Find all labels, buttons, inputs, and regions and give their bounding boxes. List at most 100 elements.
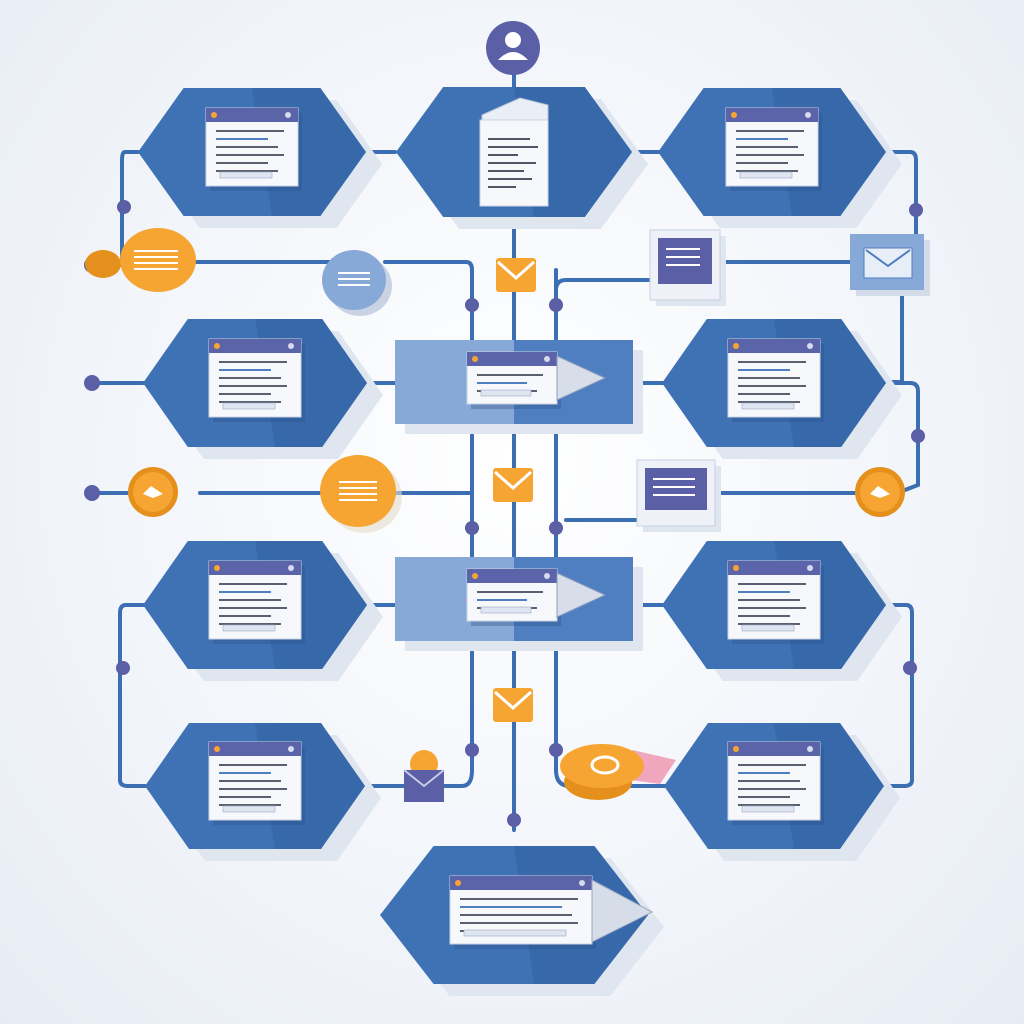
text-line — [460, 898, 578, 900]
text-line — [736, 146, 798, 148]
monitor-screen — [863, 247, 913, 279]
text-line — [219, 796, 271, 798]
text-line — [738, 615, 790, 617]
text-line — [219, 623, 281, 625]
text-line — [738, 772, 790, 774]
screen-line — [653, 494, 695, 496]
text-line — [216, 162, 268, 164]
document-header — [209, 742, 301, 756]
connector-dot — [507, 813, 521, 827]
text-line — [488, 170, 524, 172]
window-button-icon — [805, 112, 811, 118]
envelope-icon — [403, 750, 445, 802]
text-line — [219, 780, 281, 782]
envelope-flap — [497, 260, 535, 281]
text-line — [738, 796, 790, 798]
document-stack — [479, 97, 549, 207]
text-line — [219, 361, 287, 363]
arrow-pointer-icon — [591, 879, 654, 943]
document-header — [450, 876, 592, 890]
text-line — [736, 162, 788, 164]
status-bar — [222, 402, 276, 410]
connector-line — [118, 603, 147, 788]
connector-endpoint — [84, 485, 100, 501]
coin-icon — [855, 467, 905, 517]
text-line — [738, 780, 800, 782]
text-line — [477, 374, 543, 376]
text-line — [219, 369, 271, 371]
window-dot-icon — [472, 356, 478, 362]
text-line — [738, 599, 800, 601]
coin-mark — [870, 486, 890, 498]
window-button-icon — [807, 565, 813, 571]
document-card — [466, 568, 561, 626]
text-line — [216, 170, 278, 172]
window-dot-icon — [733, 343, 739, 349]
connector-dot — [903, 661, 917, 675]
text-line — [219, 607, 287, 609]
hexagon-nodes — [138, 87, 902, 996]
bubble-body — [320, 455, 396, 527]
status-bar — [739, 171, 793, 179]
screen-line — [653, 478, 695, 480]
text-line — [738, 377, 800, 379]
connector-dot — [549, 743, 563, 757]
text-line — [738, 401, 800, 403]
document-card — [208, 560, 305, 644]
connector-line — [554, 278, 654, 292]
text-line — [736, 154, 804, 156]
connector-line — [880, 603, 914, 788]
text-line — [219, 764, 287, 766]
window-dot-icon — [214, 343, 220, 349]
connector-line — [440, 768, 474, 788]
bubble-line — [338, 284, 370, 286]
bubble-line — [339, 493, 377, 495]
connector-line — [882, 293, 904, 384]
document-card — [727, 338, 824, 422]
document-header — [726, 108, 818, 122]
connector-dot — [117, 200, 131, 214]
status-bar — [741, 624, 795, 632]
text-line — [738, 393, 790, 395]
avatar-head — [505, 32, 521, 48]
document-header — [206, 108, 298, 122]
window-button-icon — [288, 343, 294, 349]
window-button-icon — [807, 746, 813, 752]
avatar-body — [498, 52, 528, 60]
document-header — [467, 569, 557, 583]
text-line — [736, 170, 798, 172]
monitor-icon — [850, 234, 930, 296]
document-card — [725, 107, 822, 191]
text-line — [738, 583, 806, 585]
window-button-icon — [544, 356, 550, 362]
connector-dot — [549, 521, 563, 535]
document-header — [728, 339, 820, 353]
status-bar — [463, 929, 567, 937]
window-button-icon — [288, 746, 294, 752]
icon-layer — [85, 21, 930, 802]
status-bar — [741, 805, 795, 813]
text-line — [219, 599, 281, 601]
screen-line — [666, 256, 700, 258]
screen-line — [666, 248, 700, 250]
text-line — [216, 138, 268, 140]
text-line — [738, 369, 790, 371]
bubble-tail — [85, 250, 121, 278]
text-line — [477, 382, 527, 384]
text-line — [738, 804, 800, 806]
status-bar — [480, 389, 532, 397]
document-card — [727, 560, 824, 644]
window-button-icon — [807, 343, 813, 349]
text-line — [460, 906, 562, 908]
central-panels — [395, 340, 643, 651]
envelope-flap — [494, 470, 532, 491]
document-card — [208, 741, 305, 825]
hex-node-row2-right — [662, 319, 902, 459]
bubble-line — [339, 487, 377, 489]
hex-node-row4-left — [145, 723, 381, 861]
window-button-icon — [579, 880, 585, 886]
text-line — [488, 186, 516, 188]
text-line — [216, 130, 284, 132]
status-bar — [219, 171, 273, 179]
arrow-pointer-icon — [556, 355, 607, 401]
